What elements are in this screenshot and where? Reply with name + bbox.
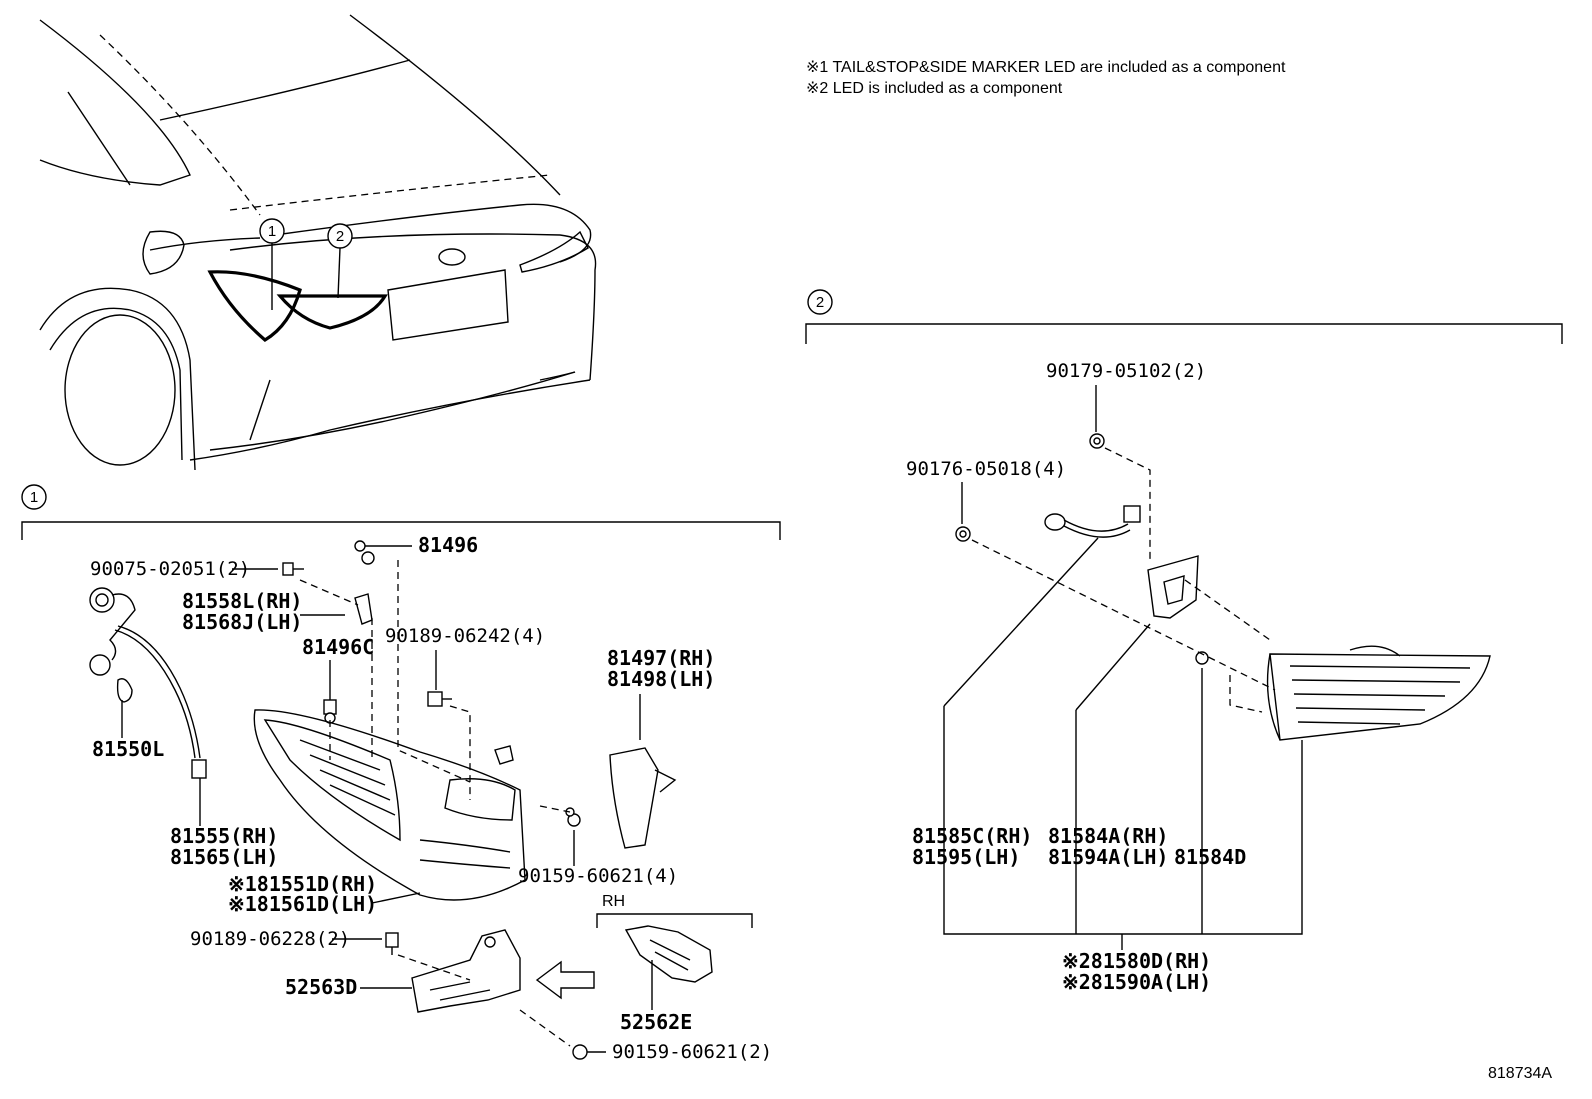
clip-icon	[323, 699, 337, 724]
label-81550l: 81550L	[92, 737, 164, 761]
bracket-52562e-part	[624, 925, 713, 983]
callout-1-label: 1	[268, 223, 276, 240]
label-81584a: 81584A(RH)	[1048, 824, 1168, 848]
label-81595: 81595(LH)	[912, 845, 1020, 869]
label-90179-05102: 90179-05102(2)	[1046, 360, 1206, 382]
vehicle-rear-illustration: 1 2	[39, 14, 597, 471]
label-90189-06228: 90189-06228(2)	[190, 928, 350, 950]
bracket-part	[354, 593, 373, 625]
label-81585c: 81585C(RH)	[912, 824, 1032, 848]
group-1-frame: 1	[21, 484, 781, 540]
label-rh: RH	[602, 893, 625, 910]
label-81584d: 81584D	[1174, 845, 1246, 869]
nut-icon	[955, 526, 971, 542]
wire-harness-socket	[89, 587, 207, 779]
nut-icon	[565, 807, 581, 827]
label-90189-06242: 90189-06242(4)	[385, 625, 545, 647]
group-2-frame: 2	[805, 289, 1563, 344]
label-81498: 81498(LH)	[607, 667, 715, 691]
screw-icon	[282, 562, 304, 576]
label-90159-60621-2: 90159-60621(2)	[612, 1041, 772, 1063]
label-81555: 81555(RH)	[170, 824, 278, 848]
label-81568j: 81568J(LH)	[182, 610, 302, 634]
label-81551d: ※181551D(RH)	[228, 872, 377, 896]
screw-icon	[427, 691, 452, 707]
socket-wire-part	[1044, 505, 1141, 538]
group-2-parts: 90179-05102(2) 90176-05018(4) 81585C(RH)…	[906, 360, 1491, 994]
label-81580d: ※281580D(RH)	[1062, 949, 1211, 973]
label-81590a: ※281590A(LH)	[1062, 970, 1211, 994]
screw-icon	[385, 932, 399, 955]
label-81565: 81565(LH)	[170, 845, 278, 869]
group-2-label: 2	[816, 294, 824, 311]
tail-lamp-assembly	[253, 709, 526, 901]
label-81561d: ※181561D(LH)	[228, 892, 377, 916]
group-1-parts: 90075-02051(2) 81496 81558L(RH) 81568J(L…	[89, 533, 772, 1063]
nut-icon	[1195, 651, 1209, 665]
note-2: ※2 LED is included as a component	[806, 80, 1063, 97]
rear-lamp-assembly	[1266, 645, 1491, 741]
nut-icon	[572, 1044, 588, 1060]
label-52562e: 52562E	[620, 1010, 692, 1034]
label-81558l: 81558L(RH)	[182, 589, 302, 613]
bulb-icon	[116, 678, 133, 703]
label-81496c: 81496C	[302, 635, 374, 659]
bracket-52563d-part	[411, 929, 521, 1013]
group-1-label: 1	[30, 489, 38, 506]
gasket-part	[1147, 555, 1199, 619]
label-81496: 81496	[418, 533, 478, 557]
callout-2-label: 2	[336, 228, 344, 245]
diagram-id: 818734A	[1488, 1065, 1552, 1082]
nut-icon	[1089, 433, 1105, 449]
clip-icon	[354, 540, 375, 565]
direction-arrow	[535, 960, 595, 1000]
label-52563d: 52563D	[285, 975, 357, 999]
label-90176-05018: 90176-05018(4)	[906, 458, 1066, 480]
label-81594a: 81594A(LH)	[1048, 845, 1168, 869]
label-90159-60621-4: 90159-60621(4)	[518, 865, 678, 887]
label-81497: 81497(RH)	[607, 646, 715, 670]
note-1: ※1 TAIL&STOP&SIDE MARKER LED are include…	[806, 59, 1286, 76]
label-90075-02051: 90075-02051(2)	[90, 558, 250, 580]
reflector-part	[609, 747, 677, 849]
